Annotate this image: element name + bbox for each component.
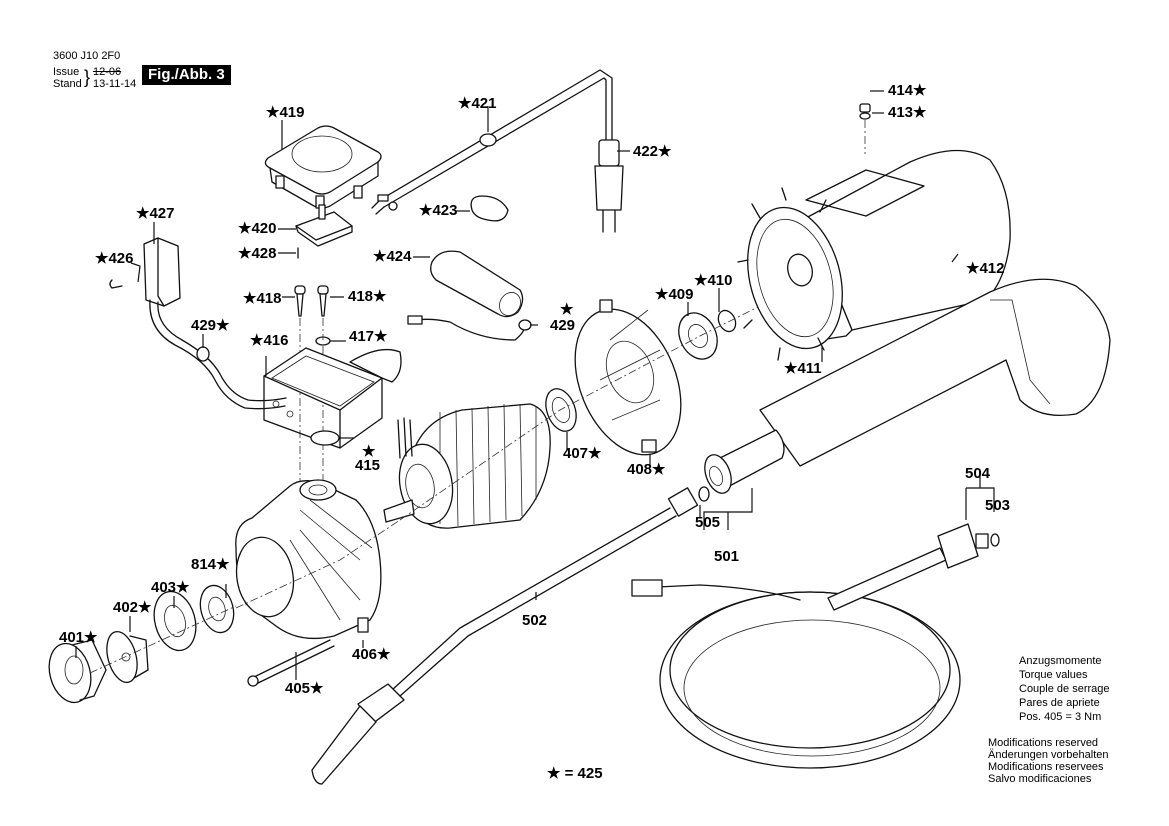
part-label-429-right-star: ★ bbox=[560, 301, 574, 318]
part-label-505: 505 bbox=[695, 514, 721, 531]
bearing-403 bbox=[153, 590, 197, 652]
part-label-402: 402★ bbox=[113, 599, 152, 616]
stand-label: Stand bbox=[53, 78, 82, 90]
torque-line: Pos. 405 = 3 Nm bbox=[1019, 711, 1102, 723]
flange-408 bbox=[574, 299, 682, 456]
part-label-420: ★420 bbox=[238, 220, 277, 237]
star-legend: ★ = 425 bbox=[547, 765, 603, 782]
spray-gun-handle bbox=[698, 278, 1111, 502]
lance-502 bbox=[311, 487, 699, 785]
part-label-427: ★427 bbox=[136, 205, 175, 222]
modifications-line: Änderungen vorbehalten bbox=[988, 749, 1109, 761]
part-label-429-right: 429 bbox=[550, 317, 576, 334]
part-label-428: ★428 bbox=[238, 245, 277, 262]
torque-line: Couple de serrage bbox=[1019, 683, 1110, 695]
part-label-417: 417★ bbox=[349, 328, 388, 345]
part-label-422: 422★ bbox=[633, 143, 672, 160]
part-label-503: 503 bbox=[985, 497, 1011, 514]
part-label-814: 814★ bbox=[191, 556, 230, 573]
part-label-408: 408★ bbox=[627, 461, 666, 478]
part-label-426: ★426 bbox=[95, 250, 134, 267]
bearing-409 bbox=[678, 312, 718, 360]
part-label-418-left: ★418 bbox=[243, 290, 282, 307]
figure-label: Fig./Abb. 3 bbox=[142, 65, 231, 85]
stand-value: 13-11-14 bbox=[93, 78, 137, 90]
modifications-line: Salvo modificaciones bbox=[988, 773, 1092, 785]
part-label-406: 406★ bbox=[352, 646, 391, 663]
part-label-407: 407★ bbox=[563, 445, 602, 462]
part-label-501: 501 bbox=[714, 548, 740, 565]
part-label-421: ★421 bbox=[458, 95, 497, 112]
rotor-armature bbox=[383, 403, 551, 529]
bearing-407 bbox=[545, 388, 577, 432]
leader-lines bbox=[75, 90, 995, 680]
seal-402 bbox=[106, 630, 149, 684]
terminal-box-416 bbox=[263, 347, 402, 449]
torque-line: Torque values bbox=[1019, 669, 1088, 681]
bolt-405 bbox=[247, 639, 335, 687]
part-label-418-right: 418★ bbox=[348, 288, 387, 305]
part-label-412: ★412 bbox=[966, 260, 1005, 277]
capacitor-424 bbox=[407, 250, 532, 341]
switch-plate-420 bbox=[295, 204, 353, 259]
part-label-415: 415 bbox=[355, 457, 381, 474]
seal-814 bbox=[199, 584, 235, 634]
part-label-415-star: ★ bbox=[362, 443, 376, 460]
end-cap-401 bbox=[48, 639, 107, 704]
motor-housing-412 bbox=[737, 103, 1011, 361]
cover-419 bbox=[264, 125, 382, 209]
part-label-413: 413★ bbox=[888, 104, 927, 121]
part-label-409: ★409 bbox=[655, 286, 694, 303]
part-label-504: 504 bbox=[965, 465, 991, 482]
torque-line: Pares de apriete bbox=[1019, 697, 1100, 709]
torque-line: Anzugsmomente bbox=[1019, 655, 1102, 667]
modifications-line: Modifications reserved bbox=[988, 737, 1099, 749]
issue-label: Issue bbox=[53, 66, 80, 78]
part-label-423: ★423 bbox=[419, 202, 458, 219]
part-label-424: ★424 bbox=[373, 248, 412, 265]
part-label-419: ★419 bbox=[266, 104, 305, 121]
power-cord-422 bbox=[371, 69, 624, 233]
part-label-405: 405★ bbox=[285, 680, 324, 697]
part-label-403: 403★ bbox=[151, 579, 190, 596]
part-label-411: ★411 bbox=[784, 360, 822, 377]
ring-410 bbox=[717, 309, 737, 333]
document-number: 3600 J10 2F0 bbox=[53, 50, 121, 62]
part-label-401: 401★ bbox=[59, 629, 98, 646]
switch-427 bbox=[109, 237, 287, 410]
hose-504 bbox=[631, 523, 1000, 769]
part-label-416: ★416 bbox=[250, 332, 289, 349]
brace-glyph: } bbox=[84, 67, 91, 87]
pump-housing-406 bbox=[235, 479, 382, 640]
modifications-line: Modifications reservees bbox=[988, 761, 1104, 773]
part-label-410: ★410 bbox=[694, 272, 733, 289]
cable-clip-423 bbox=[470, 195, 509, 222]
part-label-502: 502 bbox=[522, 612, 548, 629]
part-label-429-left: 429★ bbox=[191, 317, 230, 334]
part-label-414: 414★ bbox=[888, 82, 927, 99]
issue-value: 12-06 bbox=[93, 66, 122, 78]
o-ring-415 bbox=[310, 430, 340, 446]
